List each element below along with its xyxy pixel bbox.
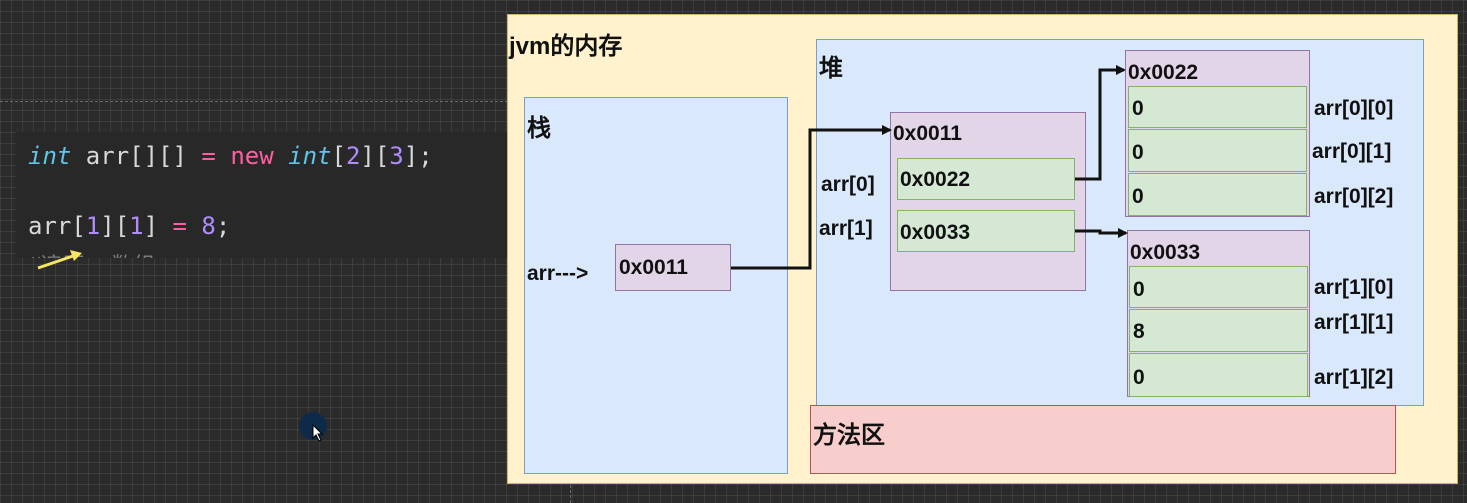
outer-array-cell — [897, 158, 1075, 200]
method-area-label: 方法区 — [813, 422, 885, 449]
code-number: 1 — [129, 212, 144, 240]
arr-reference-box — [615, 244, 731, 291]
inner-array-cell — [1129, 353, 1308, 397]
inner-array-cell-value: 0 — [1133, 278, 1145, 301]
outer-array-cell — [897, 210, 1075, 252]
inner-array-cell-value: 0 — [1132, 97, 1144, 120]
code-number: 1 — [85, 212, 101, 240]
pointer-arrow-icon — [37, 250, 82, 270]
mouse-cursor-icon — [312, 424, 324, 442]
inner-array-index-label: arr[0][1] — [1312, 140, 1392, 163]
arrow-arr-to-outer — [731, 125, 892, 270]
inner-array-cell — [1128, 173, 1307, 216]
inner-array-cell-value: 0 — [1132, 141, 1144, 164]
outer-array-index-label: arr[1] — [819, 217, 873, 240]
guide-line-horizontal — [0, 101, 508, 102]
inner-array-address: 0x0022 — [1128, 61, 1199, 84]
code-number: 8 — [201, 212, 216, 240]
code-token: ] — [143, 212, 173, 240]
arrow-arr0-to-inner0 — [1075, 65, 1126, 181]
jvm-title: jvm的内存 — [509, 33, 623, 60]
method-area — [810, 405, 1396, 474]
code-editor-snippet: int arr[][] = new int[2][3]; arr[1][1] =… — [16, 132, 508, 258]
inner-array-cell — [1129, 266, 1308, 308]
code-token: ; — [215, 212, 231, 240]
arr-variable-label: arr---> — [527, 262, 589, 285]
keyword-new: new — [230, 142, 274, 170]
heap-label: 堆 — [819, 55, 843, 82]
code-number: 3 — [389, 142, 404, 170]
inner-array-index-label: arr[1][0] — [1314, 276, 1394, 299]
outer-array-address: 0x0011 — [893, 122, 962, 145]
code-token: ][ — [100, 212, 130, 240]
outer-array-index-label: arr[0] — [821, 173, 875, 196]
inner-array-cell-value: 0 — [1132, 185, 1144, 208]
code-operator: = — [172, 212, 187, 240]
keyword-int: int — [288, 142, 332, 170]
keyword-int: int — [28, 142, 72, 170]
code-token: ]; — [403, 142, 433, 170]
code-line-2: arr[1][1] = 8; — [28, 212, 230, 240]
inner-array-cell-value: 0 — [1133, 366, 1145, 389]
arr-reference-value: 0x0011 — [619, 256, 688, 279]
arrow-arr1-to-inner1 — [1075, 228, 1128, 238]
inner-array-index-label: arr[1][1] — [1314, 311, 1394, 334]
inner-array-address: 0x0033 — [1130, 241, 1201, 264]
code-operator: = — [201, 142, 216, 170]
outer-array-cell-value: 0x0022 — [900, 168, 971, 191]
inner-array-index-label: arr[0][0] — [1314, 97, 1394, 120]
outer-array-object — [890, 112, 1086, 291]
code-token: arr[][] — [71, 142, 202, 170]
code-token: ][ — [360, 142, 390, 170]
inner-array-index-label: arr[1][2] — [1314, 366, 1394, 389]
code-number: 2 — [345, 142, 361, 170]
inner-array-index-label: arr[0][2] — [1314, 185, 1394, 208]
stack-label: 栈 — [527, 115, 551, 142]
code-line-1: int arr[][] = new int[2][3]; — [28, 142, 433, 170]
outer-array-cell-value: 0x0033 — [900, 221, 971, 244]
inner-array-cell-value: 8 — [1133, 320, 1145, 343]
inner-array-cell — [1128, 129, 1307, 172]
code-token: [ — [331, 142, 346, 170]
code-comment-partial: //遍历arr数组 — [28, 248, 155, 258]
guide-line-vertical — [570, 485, 571, 503]
inner-array-cell — [1128, 86, 1307, 128]
inner-array-cell — [1129, 309, 1308, 352]
code-token: arr[ — [28, 212, 86, 240]
